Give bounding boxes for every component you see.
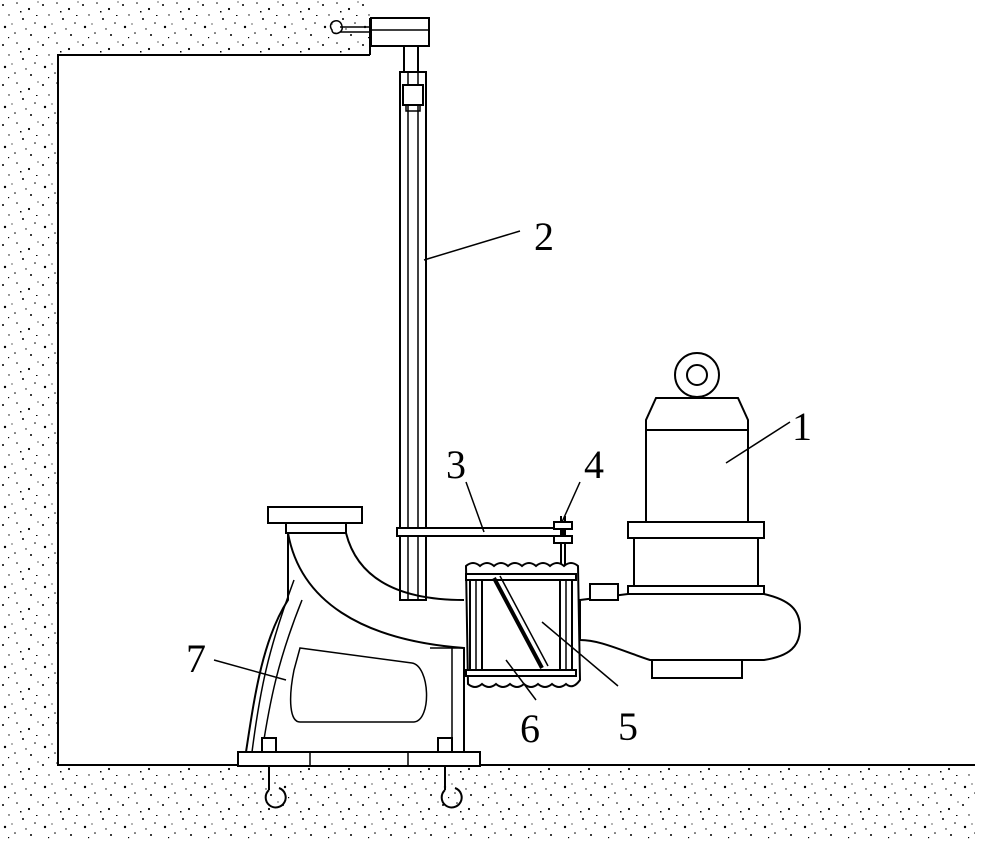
base-elbow (237, 506, 481, 767)
label-6: 6 (520, 706, 540, 751)
bracket-arm (396, 527, 564, 537)
label-5: 5 (618, 704, 638, 749)
valve-body (464, 562, 582, 688)
label-3: 3 (446, 442, 466, 487)
adjustment-bolt (553, 516, 573, 572)
label-2: 2 (534, 214, 554, 259)
top-mount-bracket (329, 17, 430, 73)
concrete-structure (0, 0, 975, 841)
anchor-hook-left (264, 766, 287, 809)
leader-lines (213, 230, 791, 701)
submersible-pump (579, 352, 802, 679)
anchor-hook-right (440, 766, 463, 809)
guide-rail (399, 71, 427, 601)
label-1: 1 (792, 404, 812, 449)
label-7: 7 (186, 636, 206, 681)
label-4: 4 (584, 442, 604, 487)
check-valve-flap (492, 575, 549, 669)
